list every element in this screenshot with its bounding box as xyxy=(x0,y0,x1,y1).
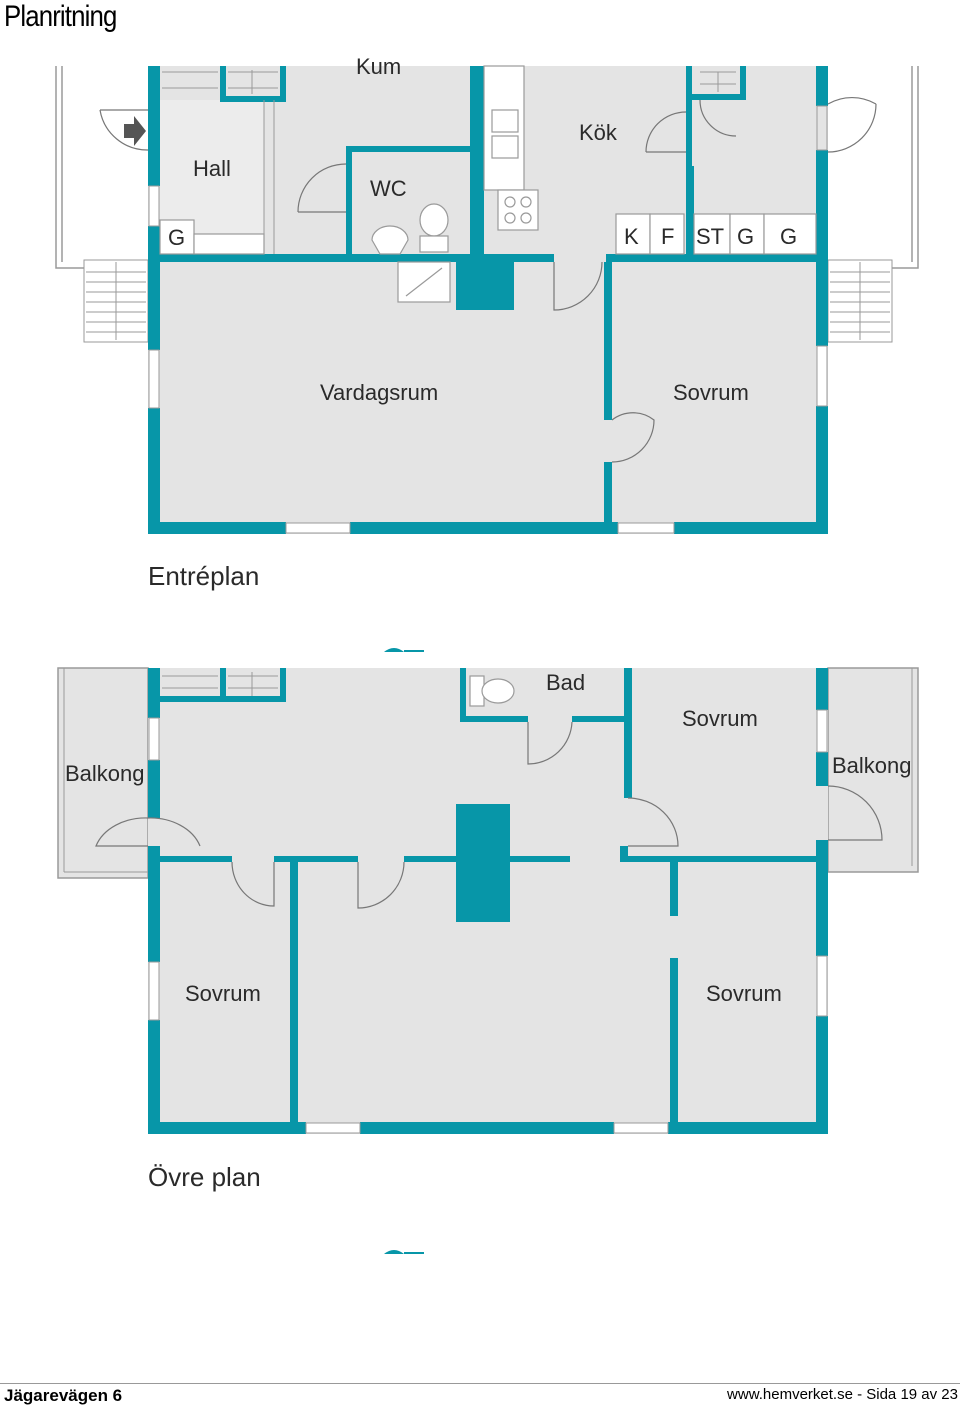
compass-icon xyxy=(384,648,424,652)
storage-label-g2: G xyxy=(780,224,797,249)
room-label-bad: Bad xyxy=(546,670,585,695)
stairs-left xyxy=(83,259,149,343)
upper-floor-plan: Bad Sovrum Balkong Balkong Sovrum Sovrum… xyxy=(57,667,919,1192)
ground-floor-title: Entréplan xyxy=(148,561,259,591)
room-label-vardagsrum: Vardagsrum xyxy=(320,380,438,405)
upper-floor-title: Övre plan xyxy=(148,1162,261,1192)
storage-label-st: ST xyxy=(696,224,724,249)
storage-label-f: F xyxy=(661,224,674,249)
ground-floor-plan: Kum Hall WC Kök Vardagsrum Sovrum G K F … xyxy=(55,54,919,591)
room-label-balkong-left: Balkong xyxy=(65,761,145,786)
footer-address: Jägarevägen 6 xyxy=(4,1386,123,1405)
room-label-sovrum-left: Sovrum xyxy=(185,981,261,1006)
room-label-kum: Kum xyxy=(356,54,401,79)
room-label-hall: Hall xyxy=(193,156,231,181)
compass-icon-upper xyxy=(384,1250,424,1254)
entrance-arrow-icon xyxy=(124,116,146,146)
room-label-balkong-right: Balkong xyxy=(832,753,912,778)
footer-source: www.hemverket.se - Sida 19 av 23 xyxy=(727,1386,958,1403)
stairs-right xyxy=(827,259,893,343)
storage-label-k: K xyxy=(624,224,639,249)
footer-divider xyxy=(0,1383,960,1384)
room-label-kok: Kök xyxy=(579,120,618,145)
page-title: Planritning xyxy=(4,0,117,33)
room-label-sovrum-right: Sovrum xyxy=(706,981,782,1006)
storage-label-g1: G xyxy=(737,224,754,249)
room-label-wc: WC xyxy=(370,176,407,201)
room-label-sovrum: Sovrum xyxy=(673,380,749,405)
room-label-g: G xyxy=(168,225,185,250)
room-label-sovrum-top: Sovrum xyxy=(682,706,758,731)
